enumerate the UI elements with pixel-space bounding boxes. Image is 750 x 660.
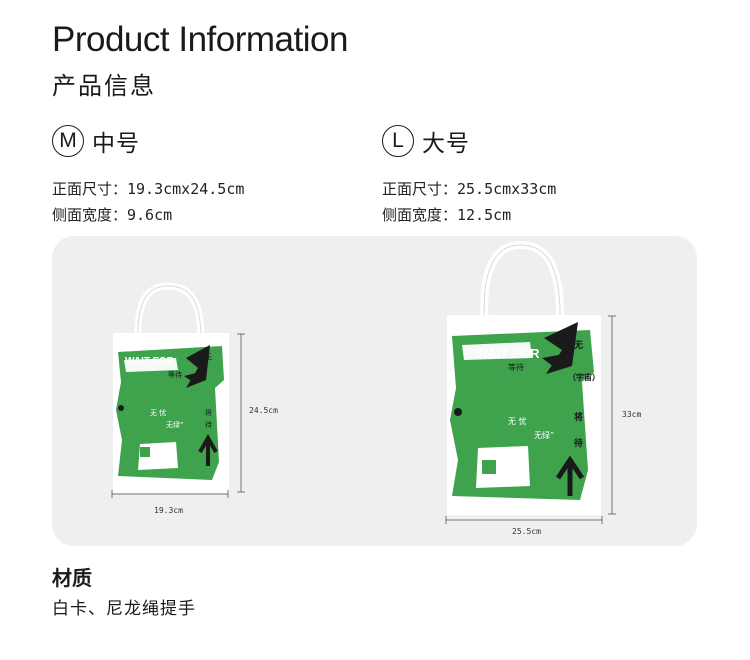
bag-large-wu-lv: 无绿” [534, 431, 555, 440]
bag-medium-deng-dai: 等待 [168, 371, 182, 379]
medium-height-label: 24.5cm [249, 406, 278, 415]
size-name-medium: 中号 [92, 131, 140, 157]
bag-medium-v1: 无 [205, 353, 212, 361]
bag-large-wait-for: WAIT FOR [476, 346, 540, 361]
large-width-label: 25.5cm [512, 527, 541, 536]
spec-large: 正面尺寸：25.5cmx33cm 侧面宽度：12.5cm [382, 176, 556, 228]
size-badge-m: M [52, 125, 84, 157]
material-text: 白卡、尼龙绳提手 [52, 599, 196, 619]
bag-large-v1: 无 [574, 341, 584, 351]
bag-large-v4: 待 [574, 439, 584, 449]
bag-medium-v3: 将 [205, 409, 212, 417]
bag-medium-wu-lv: 无绿” [166, 421, 184, 429]
bag-large-image [445, 240, 616, 524]
bag-large-wu-you: 无 忧 [508, 417, 527, 426]
front-size-large: 正面尺寸：25.5cmx33cm [382, 180, 557, 198]
size-heading-medium: M 中号 [52, 124, 140, 158]
front-size-medium: 正面尺寸：19.3cmx24.5cm [52, 180, 245, 198]
spec-medium: 正面尺寸：19.3cmx24.5cm 侧面宽度：9.6cm [52, 176, 244, 228]
medium-width-label: 19.3cm [154, 506, 183, 515]
bag-large-v3: 将 [574, 413, 584, 423]
bag-medium-v4: 待 [205, 421, 212, 429]
page-title-cn: 产品信息 [52, 72, 156, 100]
size-badge-l: L [382, 125, 414, 157]
bag-medium-wait-for: WAIT FOR [125, 356, 174, 367]
bag-large-v2: （宇宙） [568, 373, 600, 382]
page-title-en: Product Information [52, 20, 348, 59]
large-height-label: 33cm [622, 410, 642, 419]
size-name-large: 大号 [422, 131, 470, 157]
side-width-large: 侧面宽度：12.5cm [382, 206, 512, 224]
bag-medium-wu-you: 无 忧 [150, 409, 167, 417]
bag-medium-image [111, 282, 245, 498]
bag-large-deng-dai: 等待 [508, 363, 524, 372]
side-width-medium: 侧面宽度：9.6cm [52, 206, 173, 224]
size-heading-large: L 大号 [382, 124, 470, 158]
material-title: 材质 [52, 566, 92, 590]
